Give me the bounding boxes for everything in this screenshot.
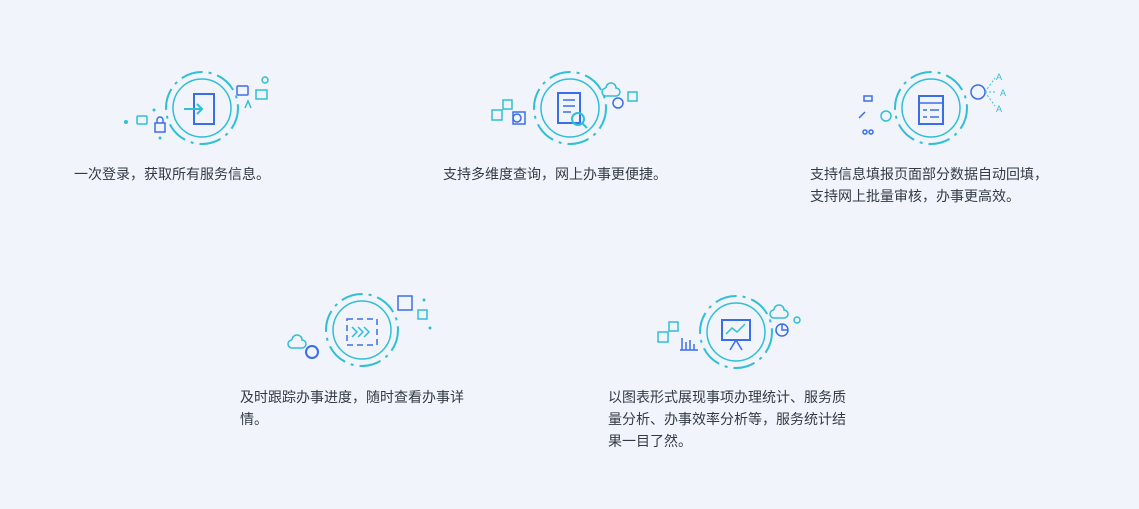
login-door-icon [118,68,278,148]
progress-tracking-icon [282,290,442,370]
svg-text:A: A [1000,88,1006,98]
document-search-icon [488,68,648,148]
svg-text:A: A [996,104,1002,114]
feature-description: 支持信息填报页面部分数据自动回填，支持网上批量审核，办事更高效。 [810,167,1048,205]
statistics-chart-icon [654,292,814,372]
feature-description: 以图表形式展现事项办理统计、服务质量分析、办事效率分析等，服务统计结果一目了然。 [608,390,846,450]
svg-text:A: A [996,72,1002,82]
form-autofill-icon: A A A [855,68,1015,148]
feature-description: 支持多维度查询，网上办事更便捷。 [443,167,667,183]
feature-description: 一次登录，获取所有服务信息。 [74,167,270,183]
feature-description: 及时跟踪办事进度，随时查看办事详情。 [240,390,464,428]
